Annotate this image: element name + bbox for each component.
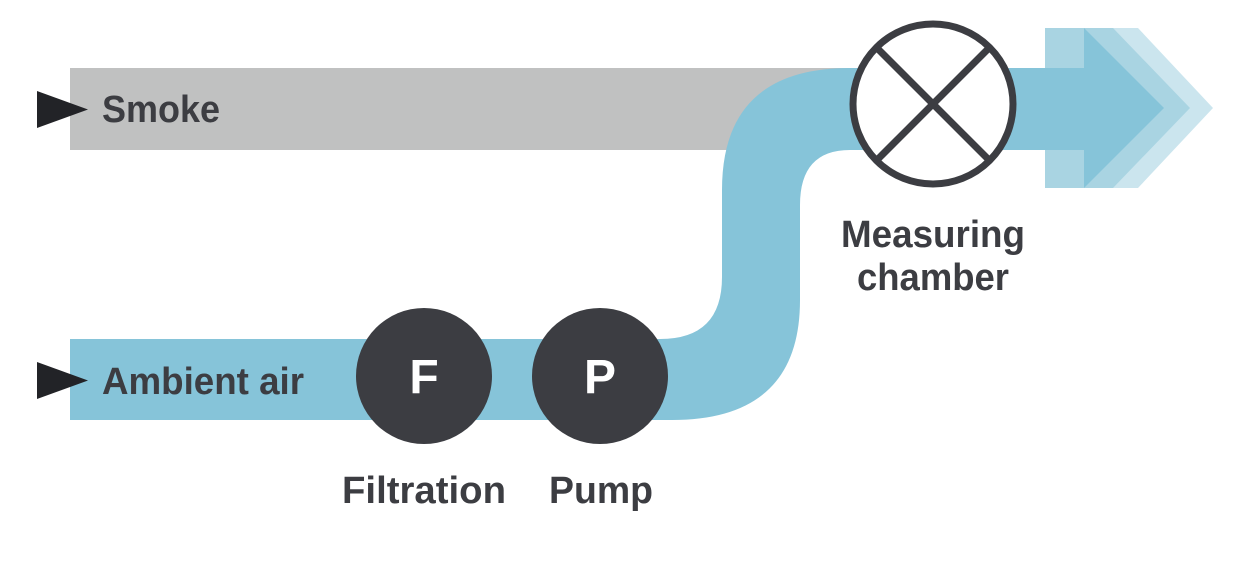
ambient-input-triangle-arrow-icon: [37, 362, 88, 399]
pump-node: [532, 308, 668, 444]
pump-letter: P: [584, 351, 616, 404]
measuring-label: Measuring: [841, 214, 1025, 256]
smoke-input-triangle-arrow-icon: [37, 91, 88, 128]
chamber-label: chamber: [857, 257, 1009, 299]
smoke-label: Smoke: [102, 89, 220, 131]
pump-label: Pump: [549, 470, 653, 512]
measuring-chamber-circled-x-icon: [849, 20, 1017, 188]
filtration-label: Filtration: [342, 470, 506, 512]
filter-node: [356, 308, 492, 444]
filter-letter: F: [409, 351, 438, 404]
outflow-arrow: [1084, 28, 1164, 188]
ambient-air-label: Ambient air: [102, 361, 304, 403]
